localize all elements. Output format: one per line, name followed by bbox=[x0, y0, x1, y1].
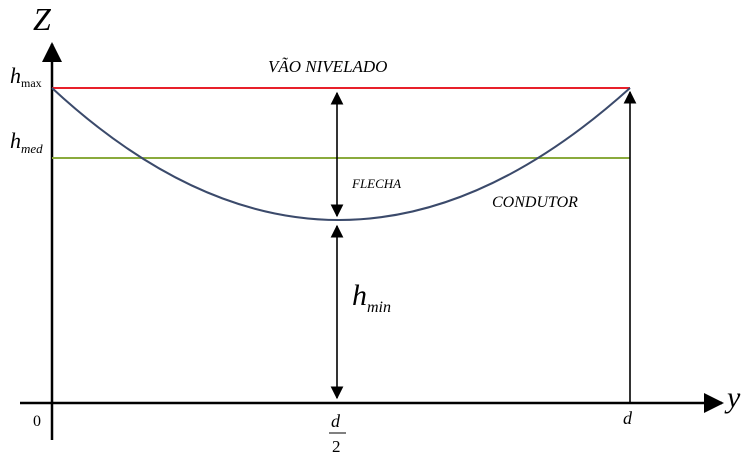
end-tick-label: d bbox=[623, 408, 633, 428]
span-label: VÃO NIVELADO bbox=[268, 57, 387, 76]
y-axis-label: y bbox=[724, 381, 741, 414]
origin-tick-label: 0 bbox=[33, 413, 41, 430]
z-axis-label: Z bbox=[33, 1, 52, 37]
conductor-label: CONDUTOR bbox=[492, 194, 578, 211]
half-span-numerator: d bbox=[331, 411, 341, 431]
hmin-label: hmin bbox=[352, 279, 391, 316]
sag-label: FLECHA bbox=[351, 176, 401, 191]
hmax-label: hmax bbox=[10, 63, 42, 90]
half-span-denominator: 2 bbox=[332, 437, 341, 456]
hmed-label: hmed bbox=[10, 128, 43, 156]
conductor-curve bbox=[51, 87, 631, 221]
